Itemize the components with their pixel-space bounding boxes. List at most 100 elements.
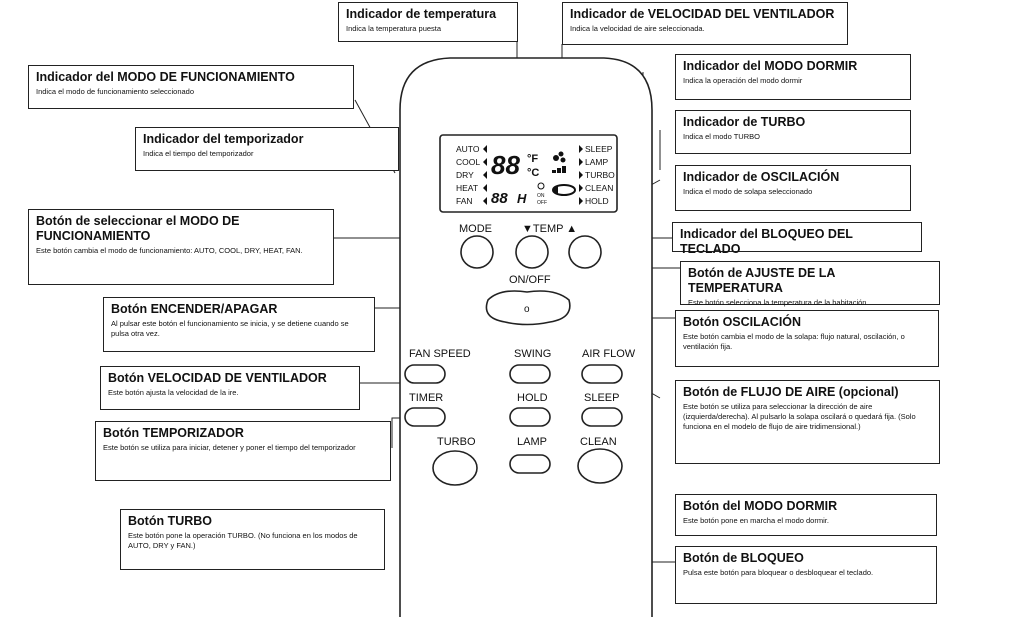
callout-title: Indicador de temperatura [346, 7, 497, 21]
callout-desc: Indica el tiempo del temporizador [143, 149, 254, 158]
lcd-timer-on: ON [537, 193, 545, 199]
temp-down-button[interactable] [515, 235, 549, 269]
fan-speed-button-label: FAN SPEED [409, 348, 471, 360]
callout-sleep-indicator: Indicador del MODO DORMIR Indica la oper… [675, 54, 911, 100]
callout-desc: Indica el modo de funcionamiento selecci… [36, 87, 195, 96]
lcd-timer-clock-icon [537, 182, 545, 190]
callout-swing-button: Botón OSCILACIÓN Este botón cambia el mo… [675, 310, 939, 367]
mode-button-label: MODE [459, 223, 492, 235]
callout-title: Botón ENCENDER/APAGAR [111, 302, 278, 316]
callout-title: Botón de BLOQUEO [683, 551, 804, 565]
lcd-timer-unit: H [517, 191, 527, 206]
fan-speed-button[interactable] [404, 364, 446, 384]
callout-title: Indicador de TURBO [683, 115, 806, 129]
sleep-button-label: SLEEP [584, 392, 619, 404]
callout-desc: Este botón se utiliza para iniciar, dete… [103, 443, 356, 452]
lcd-label-lamp: LAMP [585, 157, 608, 167]
hold-button-label: HOLD [517, 392, 548, 404]
callout-title: Indicador del BLOQUEO DEL TECLADO [680, 227, 853, 256]
callout-temp-button: Botón de AJUSTE DE LA TEMPERATURA Este b… [680, 261, 940, 307]
callout-mode-indicator: Indicador del MODO DE FUNCIONAMIENTO Ind… [28, 65, 354, 109]
lcd-unit-f: °F [527, 153, 538, 165]
callout-title: Botón VELOCIDAD DE VENTILADOR [108, 371, 327, 385]
onoff-button[interactable] [485, 290, 571, 326]
callout-desc: Este botón pone en marcha el modo dormir… [683, 516, 829, 525]
lcd-mode-labels: AUTO COOL DRY HEAT FAN [456, 144, 480, 206]
lcd-swing-icon [552, 184, 576, 196]
callout-mode-button: Botón de seleccionar el MODO DE FUNCIONA… [28, 209, 334, 285]
callout-timer-indicator: Indicador del temporizador Indica el tie… [135, 127, 399, 171]
lcd-mode-arrows [483, 145, 487, 205]
callout-turbo-button: Botón TURBO Este botón pone la operación… [120, 509, 385, 570]
callout-airflow-button: Botón de FLUJO DE AIRE (opcional) Este b… [675, 380, 940, 464]
onoff-button-label: ON/OFF [509, 274, 551, 286]
lcd-label-turbo: TURBO [585, 170, 615, 180]
callout-title: Indicador del temporizador [143, 132, 304, 146]
lcd-label-sleep: SLEEP [585, 144, 613, 154]
lcd-right-labels: SLEEP LAMP TURBO CLEAN HOLD [585, 144, 615, 206]
callout-onoff-button: Botón ENCENDER/APAGAR Al pulsar este bot… [103, 297, 375, 352]
air-flow-button[interactable] [581, 364, 623, 384]
air-flow-button-label: AIR FLOW [582, 348, 636, 360]
lcd-timer-off: OFF [537, 200, 547, 206]
callout-title: Indicador de VELOCIDAD DEL VENTILADOR [570, 7, 835, 21]
callout-title: Indicador del MODO DE FUNCIONAMIENTO [36, 70, 295, 84]
callout-lock-button: Botón de BLOQUEO Pulsa este botón para b… [675, 546, 937, 604]
lcd-fan-speed-bars-icon [552, 166, 566, 173]
callout-desc: Este botón cambia el modo de la solapa: … [683, 332, 905, 351]
temp-button-label: ▼TEMP ▲ [522, 223, 577, 235]
callout-desc: Indica la operación del modo dormir [683, 76, 803, 85]
callout-title: Indicador del MODO DORMIR [683, 59, 858, 73]
callout-title: Botón TURBO [128, 514, 213, 528]
lcd-mode-heat: HEAT [456, 183, 478, 193]
callout-lock-indicator: Indicador del BLOQUEO DEL TECLADO [672, 222, 922, 256]
clean-button[interactable] [577, 448, 623, 484]
lcd-unit-c: °C [527, 167, 539, 179]
callout-temp-indicator: Indicador de temperatura Indica la tempe… [338, 2, 518, 42]
callout-sleep-button: Botón del MODO DORMIR Este botón pone en… [675, 494, 937, 536]
turbo-button-label: TURBO [437, 436, 476, 448]
callout-desc: Este botón pone la operación TURBO. (No … [128, 531, 358, 550]
lamp-button-label: LAMP [517, 436, 547, 448]
callout-desc: Este botón selecciona la temperatura de … [688, 298, 867, 307]
lcd-label-clean: CLEAN [585, 183, 613, 193]
lcd-label-hold: HOLD [585, 196, 609, 206]
callout-desc: Indica el modo de solapa seleccionado [683, 187, 813, 196]
turbo-button[interactable] [432, 450, 478, 486]
swing-button-label: SWING [514, 348, 551, 360]
timer-button[interactable] [404, 407, 446, 427]
callout-title: Botón del MODO DORMIR [683, 499, 838, 513]
lamp-button[interactable] [509, 454, 551, 474]
sleep-button[interactable] [581, 407, 623, 427]
callout-timer-button: Botón TEMPORIZADOR Este botón se utiliza… [95, 421, 391, 481]
clean-button-label: CLEAN [580, 436, 617, 448]
onoff-button-mark: o [524, 304, 530, 315]
callout-desc: Al pulsar este botón el funcionamiento s… [111, 319, 349, 338]
lcd-mode-fan: FAN [456, 196, 473, 206]
callout-title: Indicador de OSCILACIÓN [683, 170, 840, 184]
callout-turbo-indicator: Indicador de TURBO Indica el modo TURBO [675, 110, 911, 154]
callout-title: Botón de FLUJO DE AIRE (opcional) [683, 385, 899, 399]
callout-desc: Indica el modo TURBO [683, 132, 760, 141]
callout-title: Botón OSCILACIÓN [683, 315, 802, 329]
callout-desc: Indica la velocidad de aire seleccionada… [570, 24, 705, 33]
lcd-temp-digits: 88 [491, 150, 520, 180]
callout-desc: Indica la temperatura puesta [346, 24, 442, 33]
lcd-mode-auto: AUTO [456, 144, 480, 154]
callout-fan-speed-indicator: Indicador de VELOCIDAD DEL VENTILADOR In… [562, 2, 848, 45]
swing-button[interactable] [509, 364, 551, 384]
hold-button[interactable] [509, 407, 551, 427]
callout-desc: Este botón ajusta la velocidad de la ire… [108, 388, 239, 397]
callout-swing-indicator: Indicador de OSCILACIÓN Indica el modo d… [675, 165, 911, 211]
callout-title: Botón TEMPORIZADOR [103, 426, 244, 440]
callout-fan-button: Botón VELOCIDAD DE VENTILADOR Este botón… [100, 366, 360, 410]
callout-desc: Pulsa este botón para bloquear o desbloq… [683, 568, 874, 577]
mode-button[interactable] [460, 235, 494, 269]
lcd-right-arrows [579, 145, 583, 205]
callout-title: Botón de seleccionar el MODO DE FUNCIONA… [36, 214, 240, 243]
callout-title: Botón de AJUSTE DE LA TEMPERATURA [688, 266, 835, 295]
temp-up-button[interactable] [568, 235, 602, 269]
callout-desc: Este botón se utiliza para seleccionar l… [683, 402, 916, 431]
timer-button-label: TIMER [409, 392, 443, 404]
